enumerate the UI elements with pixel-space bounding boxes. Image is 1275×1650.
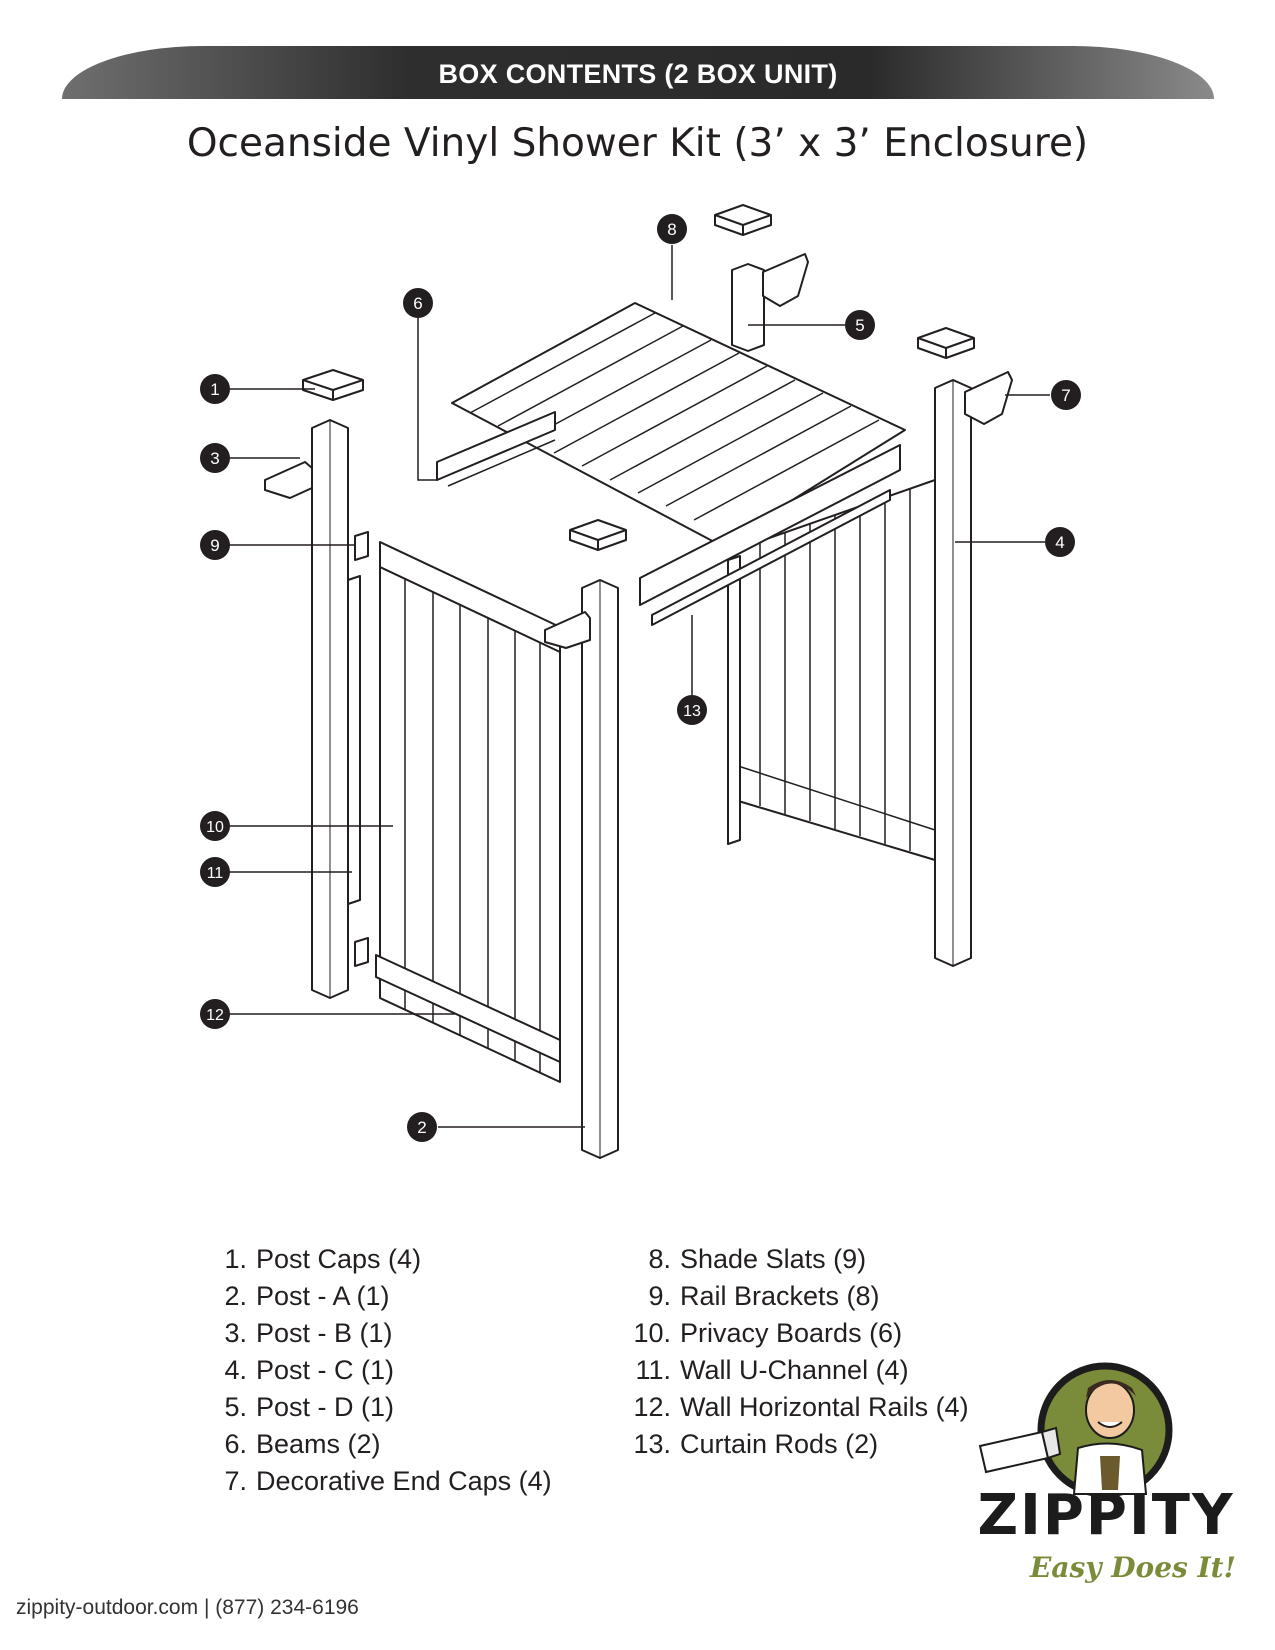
beam-back: [436, 411, 556, 487]
svg-text:6: 6: [413, 294, 422, 313]
right-wall-panel: [727, 479, 936, 861]
exploded-assembly-diagram: 1 2 3 4 5 6 7 8 9 10 11 12 13: [200, 204, 1081, 1159]
svg-text:12: 12: [206, 1007, 224, 1024]
callout-12: 12: [200, 999, 230, 1029]
mascot-emblem-icon: [978, 1362, 1173, 1498]
callout-8: 8: [657, 214, 687, 244]
svg-text:9: 9: [210, 536, 219, 555]
post-c: [934, 379, 972, 967]
post-a: [581, 579, 619, 1159]
list-item: 1.Post Caps (4): [224, 1244, 422, 1274]
list-item: 8.Shade Slats (9): [648, 1244, 867, 1274]
callout-11: 11: [200, 857, 230, 887]
callout-9: 9: [200, 530, 230, 560]
callout-10: 10: [200, 811, 230, 841]
callout-2: 2: [407, 1112, 437, 1142]
banner-title: BOX CONTENTS (2 BOX UNIT): [438, 59, 838, 89]
list-item: 3.Post - B (1): [224, 1318, 393, 1348]
callout-leaders: [229, 245, 1050, 1128]
post-caps: [302, 204, 975, 551]
logo-tagline: Easy Does It!: [1030, 1551, 1236, 1584]
list-item: 9.Rail Brackets (8): [648, 1281, 880, 1311]
svg-text:11: 11: [207, 865, 224, 882]
callout-6: 6: [403, 288, 433, 318]
svg-text:3: 3: [210, 449, 219, 468]
website-link[interactable]: zippity-outdoor.com: [16, 1596, 199, 1619]
svg-text:5: 5: [855, 316, 864, 335]
callout-4: 4: [1045, 527, 1075, 557]
front-wall-panel: [375, 541, 561, 1083]
svg-text:7: 7: [1061, 386, 1070, 405]
callout-13: 13: [677, 695, 707, 725]
post-b: [311, 419, 361, 999]
callout-1: 1: [200, 374, 230, 404]
svg-text:13: 13: [683, 703, 701, 720]
shade-slats: [451, 302, 906, 546]
list-item: 10.Privacy Boards (6): [633, 1318, 903, 1348]
svg-text:10: 10: [206, 819, 224, 836]
page-title: Oceanside Vinyl Shower Kit (3’ x 3’ Encl…: [186, 121, 1089, 166]
list-item: 7.Decorative End Caps (4): [224, 1466, 552, 1496]
post-d: [731, 263, 765, 352]
callout-5: 5: [845, 310, 875, 340]
rail-brackets: [354, 531, 369, 967]
svg-text:8: 8: [667, 220, 676, 239]
section-banner: BOX CONTENTS (2 BOX UNIT): [62, 46, 1214, 99]
footer-separator: |: [203, 1596, 210, 1619]
beam-front: [639, 444, 901, 626]
footer-contact: zippity-outdoor.com | (877) 234-6196: [16, 1596, 359, 1620]
parts-list-column-1: 1.Post Caps (4) 2.Post - A (1) 3.Post - …: [222, 1241, 552, 1500]
parts-list-column-2: 8.Shade Slats (9) 9.Rail Brackets (8) 10…: [624, 1241, 969, 1463]
list-item: 11.Wall U-Channel (4): [635, 1355, 909, 1385]
svg-text:4: 4: [1055, 533, 1064, 552]
list-item: 12.Wall Horizontal Rails (4): [633, 1392, 969, 1422]
logo-wordmark: ZIPPITY: [977, 1483, 1235, 1548]
svg-text:1: 1: [210, 380, 219, 399]
list-item: 6.Beams (2): [224, 1429, 381, 1459]
callout-3: 3: [200, 443, 230, 473]
list-item: 4.Post - C (1): [224, 1355, 395, 1385]
list-item: 2.Post - A (1): [224, 1281, 390, 1311]
svg-text:2: 2: [417, 1118, 426, 1137]
phone-number: (877) 234-6196: [215, 1596, 359, 1619]
callout-7: 7: [1051, 380, 1081, 410]
decorative-end-caps: [264, 253, 1013, 649]
zippity-logo: ZIPPITY Easy Does It!: [960, 1358, 1270, 1613]
list-item: 5.Post - D (1): [224, 1392, 395, 1422]
list-item: 13.Curtain Rods (2): [633, 1429, 879, 1459]
